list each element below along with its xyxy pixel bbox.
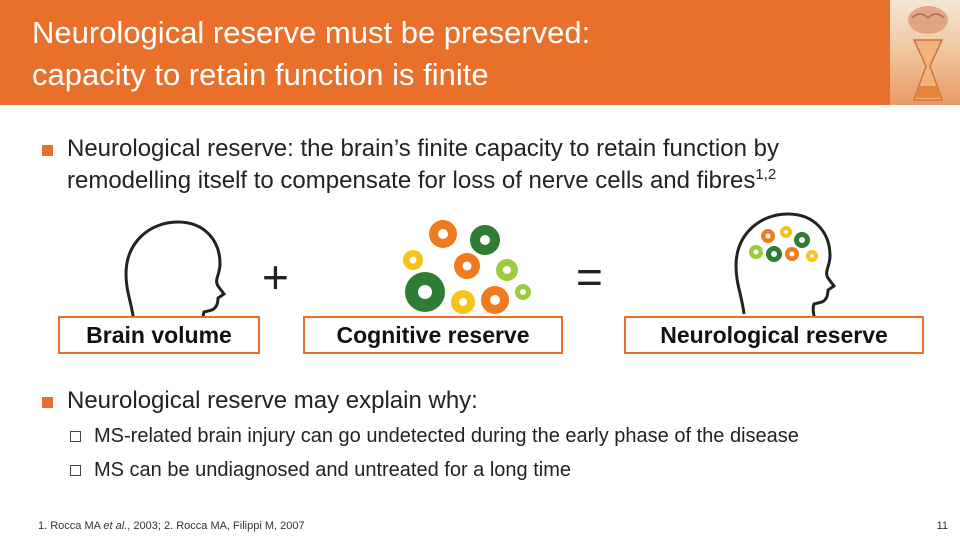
cognitive-reserve-label: Cognitive reserve [336,322,530,348]
bullet-definition-line2: remodelling itself to compensate for los… [67,165,947,197]
bullet-marker [42,397,53,408]
equals-sign: = [576,251,603,303]
head-outline-icon [124,220,227,325]
neurological-reserve-label: Neurological reserve [660,322,888,348]
bullet-explain: Neurological reserve may explain why: [67,387,478,414]
sub-bullet-marker [70,431,81,442]
reference-part2: , 2003; 2. Rocca MA, Filippi M, 2007 [127,520,305,532]
reference-etal: et al. [103,520,128,532]
reference-part1: 1. Rocca MA [38,520,104,532]
bullet-definition: Neurological reserve: the brain’s finite… [67,133,947,197]
title-bar: Neurological reserve must be preserved: … [0,0,890,105]
slide-title-line1: Neurological reserve must be preserved: [32,15,591,50]
sub-bullet-2: MS can be undiagnosed and untreated for … [94,459,571,481]
bullet-definition-line2-text: remodelling itself to compensate for los… [67,167,756,194]
sub-bullet-1: MS-related brain injury can go undetecte… [94,425,799,447]
bullet-definition-line1: Neurological reserve: the brain’s finite… [67,135,779,162]
gears-icon [403,220,531,314]
neurological-reserve-box: Neurological reserve [624,316,924,354]
brain-volume-label: Brain volume [86,322,232,348]
head-with-gears-icon [734,212,837,317]
sub-bullet-marker [70,465,81,476]
brain-hourglass-icon [890,0,960,105]
page-number: 11 [936,520,948,532]
citation-superscript: 1,2 [755,166,777,183]
slide-title-line2: capacity to retain function is finite [32,57,489,92]
cognitive-reserve-box: Cognitive reserve [303,316,563,354]
plus-sign: + [262,251,289,303]
bullet-marker [42,145,53,156]
brain-volume-box: Brain volume [58,316,260,354]
references: 1. Rocca MA et al., 2003; 2. Rocca MA, F… [38,520,305,532]
slide-title: Neurological reserve must be preserved: … [32,12,852,96]
